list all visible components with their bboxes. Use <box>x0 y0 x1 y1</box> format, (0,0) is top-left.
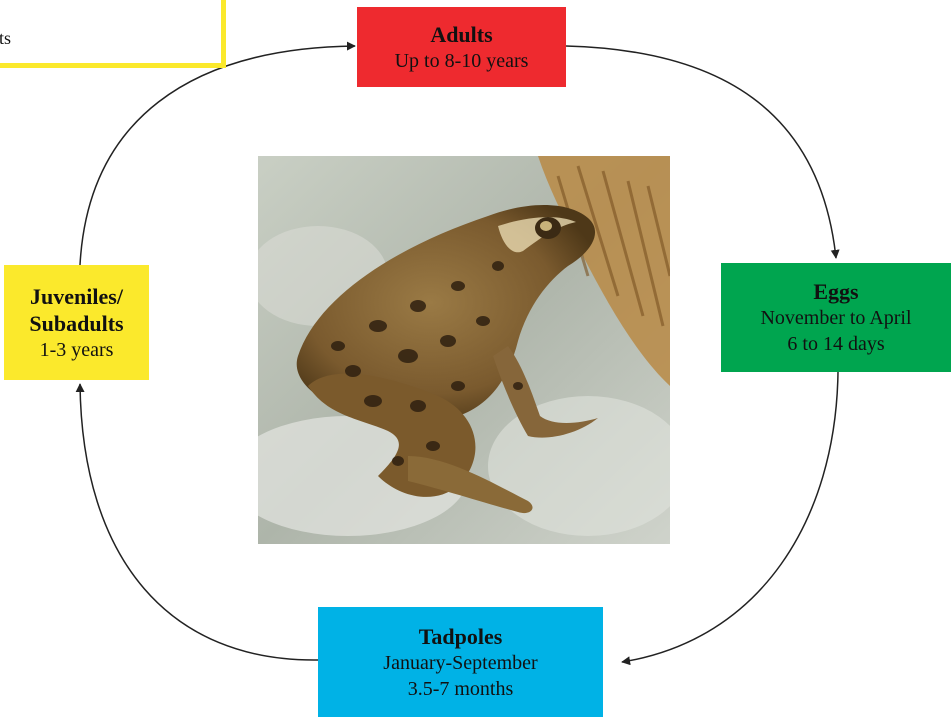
eggs-title: Eggs <box>813 278 858 305</box>
stage-tadpoles: Tadpoles January-September 3.5-7 months <box>318 607 603 717</box>
adults-title: Adults <box>430 21 492 48</box>
juveniles-duration: 1-3 years <box>40 337 114 363</box>
legend-box: s. ults <box>0 0 226 68</box>
adults-duration: Up to 8-10 years <box>395 48 529 74</box>
stage-eggs: Eggs November to April 6 to 14 days <box>721 263 951 372</box>
frog-photo <box>258 156 670 544</box>
legend-line-2: ults <box>0 27 11 49</box>
stage-adults: Adults Up to 8-10 years <box>357 7 566 87</box>
stage-juveniles: Juveniles/ Subadults 1-3 years <box>4 265 149 380</box>
juveniles-title-line2: Subadults <box>29 310 123 337</box>
eggs-season: November to April <box>760 305 911 331</box>
eggs-duration: 6 to 14 days <box>787 331 884 357</box>
juveniles-title-line1: Juveniles/ <box>30 283 123 310</box>
tadpoles-duration: 3.5-7 months <box>408 676 514 702</box>
tadpoles-season: January-September <box>383 650 537 676</box>
tadpoles-title: Tadpoles <box>419 623 503 650</box>
frog-illustration <box>258 156 670 544</box>
